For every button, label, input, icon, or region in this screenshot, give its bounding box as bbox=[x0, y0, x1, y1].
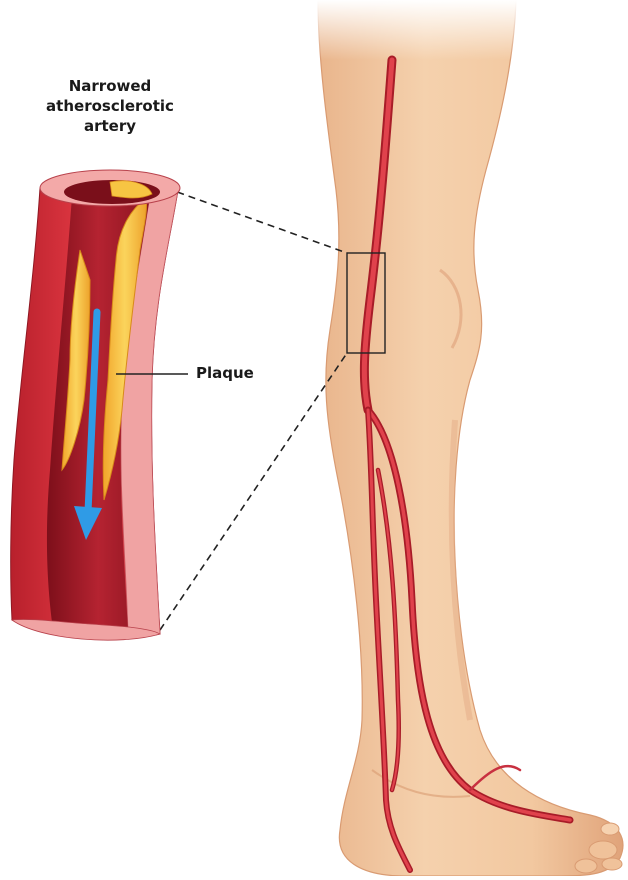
title-line-2: atherosclerotic bbox=[20, 96, 200, 116]
leg-silhouette bbox=[318, 0, 623, 876]
plaque-label: Plaque bbox=[196, 364, 254, 382]
title-line-3: artery bbox=[20, 116, 200, 136]
leg bbox=[300, 0, 623, 876]
title-line-1: Narrowed bbox=[20, 76, 200, 96]
diagram-title: Narrowed atherosclerotic artery bbox=[20, 76, 200, 136]
zoom-line-top bbox=[166, 188, 347, 253]
zoom-line-bottom bbox=[160, 353, 347, 630]
artery-cross-section bbox=[11, 170, 188, 640]
thigh-fade bbox=[300, 0, 540, 60]
